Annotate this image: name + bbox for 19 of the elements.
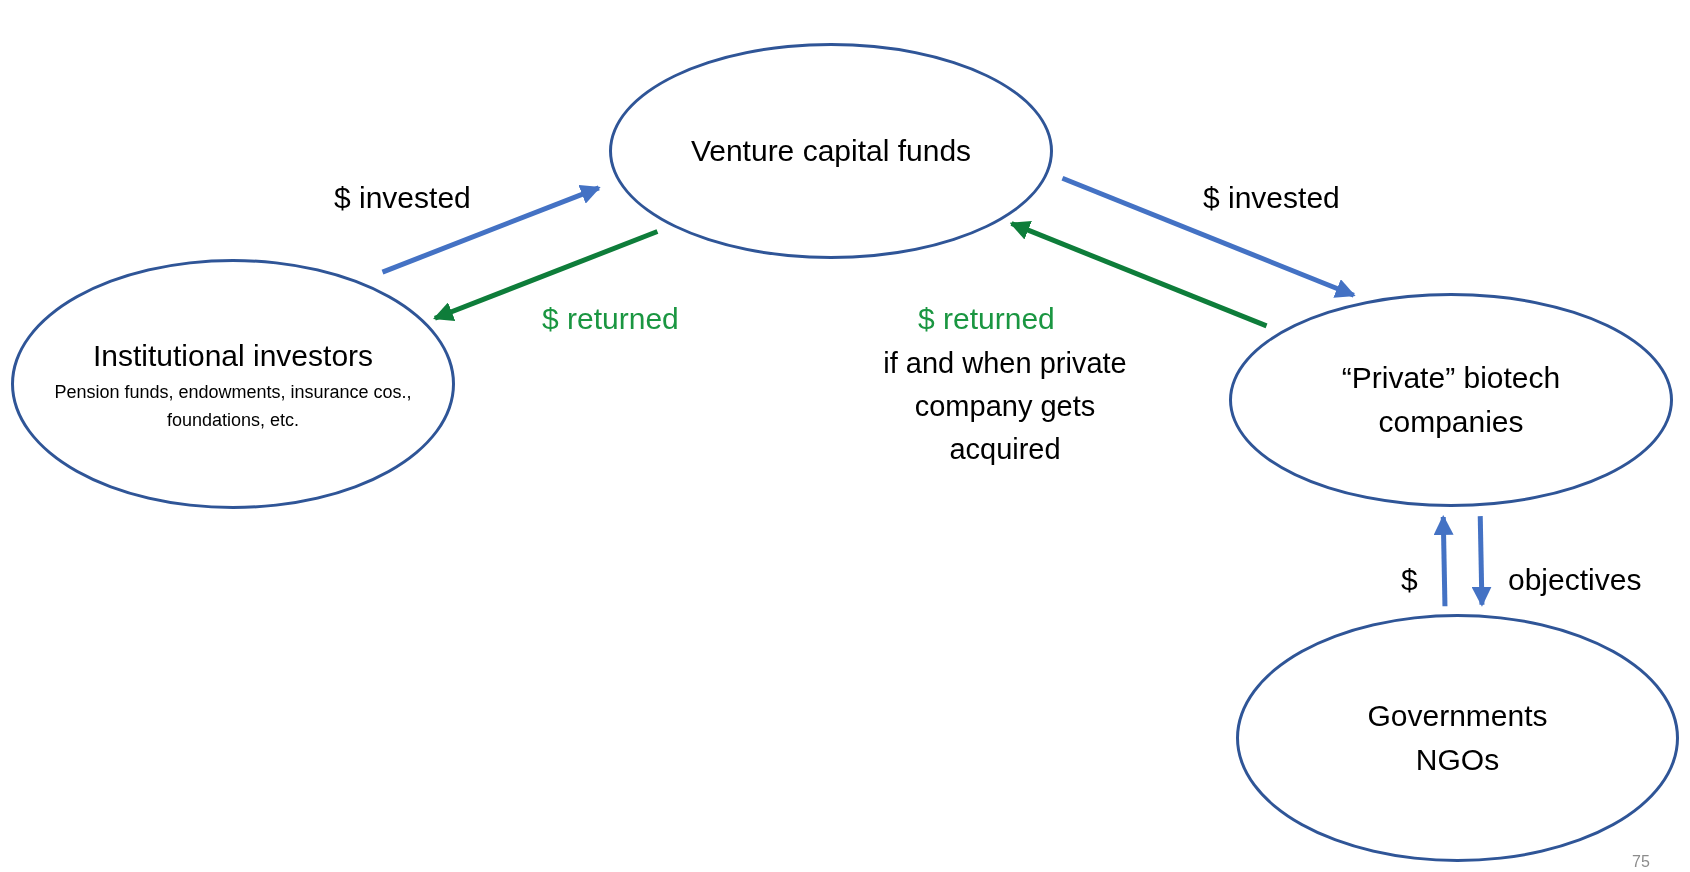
note-text: if and when private company gets acquired: [882, 346, 1128, 467]
edge-label: objectives: [1508, 562, 1642, 598]
arrow: [1009, 220, 1268, 329]
node-title: Governments NGOs: [1366, 698, 1549, 778]
node-title: Institutional investors: [92, 338, 374, 374]
node-title: “Private” biotech companies: [1340, 360, 1562, 440]
edge-label: $ returned: [542, 301, 679, 337]
node-subtitle: Pension funds, endowments, insurance cos., foundations, etc.: [53, 381, 413, 432]
arrow: [1471, 516, 1492, 607]
edge-label: $ invested: [334, 180, 471, 216]
edge-label: $: [1401, 562, 1418, 598]
page-number: 75: [1632, 852, 1651, 872]
node-title: Venture capital funds: [690, 133, 972, 169]
edge-label: $ returned: [918, 301, 1055, 337]
arrow: [1433, 514, 1454, 607]
arrow: [1061, 175, 1356, 298]
arrow: [381, 185, 601, 275]
edge-label: $ invested: [1203, 180, 1340, 216]
arrow: [433, 229, 659, 321]
